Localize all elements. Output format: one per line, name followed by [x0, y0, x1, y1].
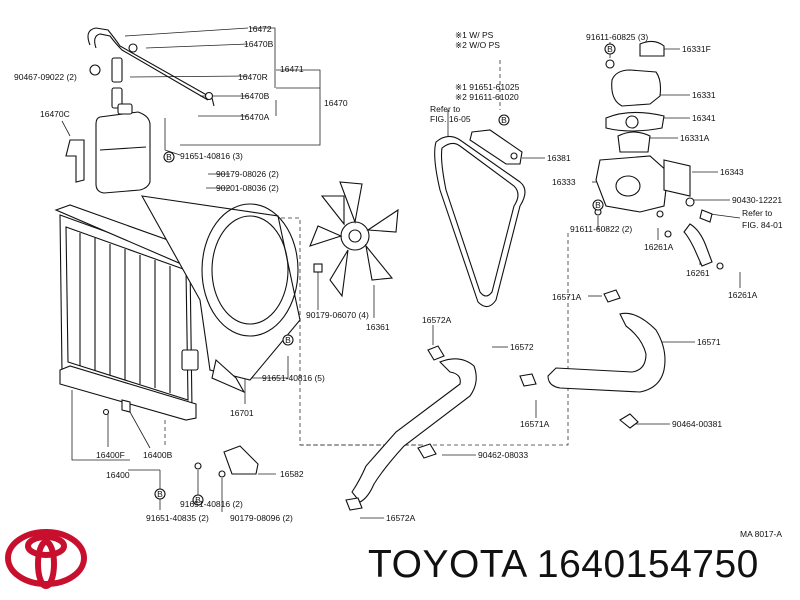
- bypass-hose: [664, 223, 724, 270]
- cooling-fan: [309, 181, 399, 298]
- label-91651-61025: ※1 91651-61025: [455, 82, 520, 92]
- svg-text:B: B: [607, 44, 613, 54]
- label-16331a: 16331A: [680, 133, 710, 143]
- label-90430-12221: 90430-12221: [732, 195, 782, 205]
- label-fig-16-05: FIG. 16-05: [430, 114, 471, 124]
- label-91651-40816-2: 91651-40816 (2): [180, 499, 243, 509]
- label-16572: 16572: [510, 342, 534, 352]
- svg-text:B: B: [595, 200, 601, 210]
- label-16341: 16341: [692, 113, 716, 123]
- svg-text:B: B: [157, 489, 163, 499]
- svg-text:B: B: [166, 152, 172, 162]
- upper-hose: [547, 289, 666, 429]
- callout-b: B: [592, 199, 604, 211]
- label-16400b: 16400B: [143, 450, 173, 460]
- adjusting-bar: [469, 129, 523, 165]
- label-16701: 16701: [230, 408, 254, 418]
- label-refer-to-right: Refer to: [742, 208, 773, 218]
- toyota-logo-icon: [5, 529, 87, 589]
- label-90179-08096: 90179-08096 (2): [230, 513, 293, 523]
- label-16470a: 16470A: [240, 112, 270, 122]
- label-16472: 16472: [248, 24, 272, 34]
- bracket-16582: [194, 445, 259, 478]
- callout-b: B: [192, 494, 204, 506]
- label-16331: 16331: [692, 90, 716, 100]
- legend-wo-ps: ※2 W/O PS: [455, 40, 500, 50]
- label-16381: 16381: [547, 153, 571, 163]
- label-16261a-right: 16261A: [728, 290, 758, 300]
- label-16400f: 16400F: [96, 450, 125, 460]
- label-16470b-top: 16470B: [244, 39, 274, 49]
- label-16471: 16471: [280, 64, 304, 74]
- reservoir-tank: [65, 103, 151, 194]
- lower-hose: [345, 345, 537, 511]
- legend-w-ps: ※1 W/ PS: [455, 30, 494, 40]
- label-16572a-top: 16572A: [422, 315, 452, 325]
- label-16571a-top: 16571A: [552, 292, 582, 302]
- label-90467-09022: 90467-09022 (2): [14, 72, 77, 82]
- label-16470: 16470: [324, 98, 348, 108]
- label-fig-84-01: FIG. 84-01: [742, 220, 783, 230]
- callout-b-group: B B B B B B B: [154, 43, 616, 506]
- label-16331f: 16331F: [682, 44, 711, 54]
- label-16470b-mid: 16470B: [240, 91, 270, 101]
- label-90179-08026: 90179-08026 (2): [216, 169, 279, 179]
- label-91651-40816-3: 91651-40816 (3): [180, 151, 243, 161]
- label-91611-60825: 91611-60825 (3): [586, 32, 648, 42]
- label-90201-08036: 90201-08036 (2): [216, 183, 279, 193]
- label-16470c: 16470C: [40, 109, 70, 119]
- label-16400: 16400: [106, 470, 130, 480]
- label-16572a-bottom: 16572A: [386, 513, 416, 523]
- label-16571: 16571: [697, 337, 721, 347]
- svg-text:B: B: [285, 335, 291, 345]
- callout-b: B: [154, 488, 166, 500]
- label-16343: 16343: [720, 167, 744, 177]
- brand-caption: TOYOTA 1640154750: [368, 543, 759, 586]
- v-belt: [434, 135, 526, 308]
- water-outlet-stack: [594, 40, 713, 223]
- label-16333: 16333: [552, 177, 576, 187]
- svg-text:B: B: [501, 115, 507, 125]
- label-ma-8017-a: MA 8017-A: [740, 529, 782, 539]
- svg-text:B: B: [195, 495, 201, 505]
- label-90464-00381: 90464-00381: [672, 419, 722, 429]
- overflow-tube: [87, 27, 215, 109]
- label-91651-40835: 91651-40835 (2): [146, 513, 209, 523]
- callout-b: B: [163, 151, 175, 163]
- label-90179-06070: 90179-06070 (4): [306, 310, 369, 320]
- callout-b: B: [604, 43, 616, 55]
- label-16261: 16261: [686, 268, 710, 278]
- callout-b: B: [498, 114, 510, 126]
- callout-b: B: [282, 334, 294, 346]
- label-16571a-mid: 16571A: [520, 419, 550, 429]
- label-16582: 16582: [280, 469, 304, 479]
- label-91611-61020: ※2 91611-61020: [455, 92, 519, 102]
- label-91651-40816-5: 91651-40816 (5): [262, 373, 325, 383]
- label-16261a-left: 16261A: [644, 242, 674, 252]
- label-91611-60822: 91611-60822 (2): [570, 224, 632, 234]
- part-labels: ※1 W/ PS ※2 W/O PS 16472 16470B 16471 90…: [14, 24, 783, 539]
- label-16361: 16361: [366, 322, 390, 332]
- label-16470r: 16470R: [238, 72, 268, 82]
- label-90462-08033: 90462-08033: [478, 450, 528, 460]
- label-refer-to-top: Refer to: [430, 104, 461, 114]
- fan-shroud: [140, 195, 301, 394]
